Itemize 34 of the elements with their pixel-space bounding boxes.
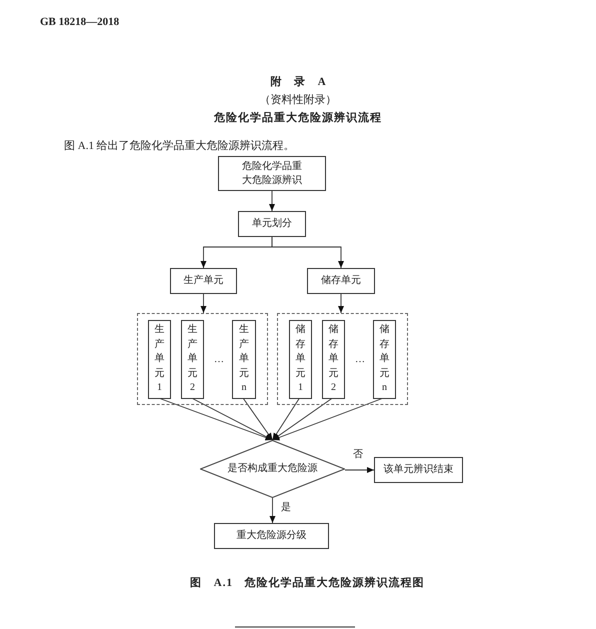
appendix-note: （资料性附录） <box>258 93 338 108</box>
standard-number: GB 18218—2018 <box>40 15 120 30</box>
decision-diamond: 是否构成重大危险源 <box>200 440 345 498</box>
intro-text: 图 A.1 给出了危险化学品重大危险源辨识流程。 <box>64 138 295 154</box>
arrow <box>191 398 273 440</box>
dashed-group-box <box>137 313 268 405</box>
process-box: 生产单元 <box>170 268 237 294</box>
arrow <box>269 190 275 212</box>
arrow <box>272 398 333 440</box>
process-box: 危险化学品重大危险源辨识 <box>218 156 326 191</box>
unit-box: 生产单元1 <box>148 320 171 399</box>
process-box: 重大危险源分级 <box>214 523 329 549</box>
appendix-heading: 附 录 A <box>269 75 327 90</box>
figure-caption: 图 A.1 危险化学品重大危险源辨识流程图 <box>190 576 425 591</box>
unit-box: 储存单元n <box>373 320 396 399</box>
process-box: 储存单元 <box>307 268 375 294</box>
arrow <box>338 294 344 314</box>
arrow <box>344 467 374 473</box>
dashed-group-box <box>277 313 408 405</box>
ellipsis: … <box>355 353 365 366</box>
arrow <box>270 498 276 524</box>
edge-label: 是 <box>280 500 292 515</box>
process-box: 单元划分 <box>238 211 306 237</box>
arrow <box>272 236 344 268</box>
unit-box: 生产单元n <box>232 320 256 399</box>
arrow <box>242 398 273 440</box>
arrow <box>200 294 206 314</box>
unit-box: 生产单元2 <box>181 320 204 399</box>
unit-box: 储存单元2 <box>322 320 345 399</box>
process-box: 该单元辨识结束 <box>374 457 463 483</box>
ellipsis: … <box>214 353 224 366</box>
unit-box: 储存单元1 <box>289 320 312 399</box>
section-title: 危险化学品重大危险源辨识流程 <box>212 110 383 126</box>
arrow <box>272 398 300 440</box>
